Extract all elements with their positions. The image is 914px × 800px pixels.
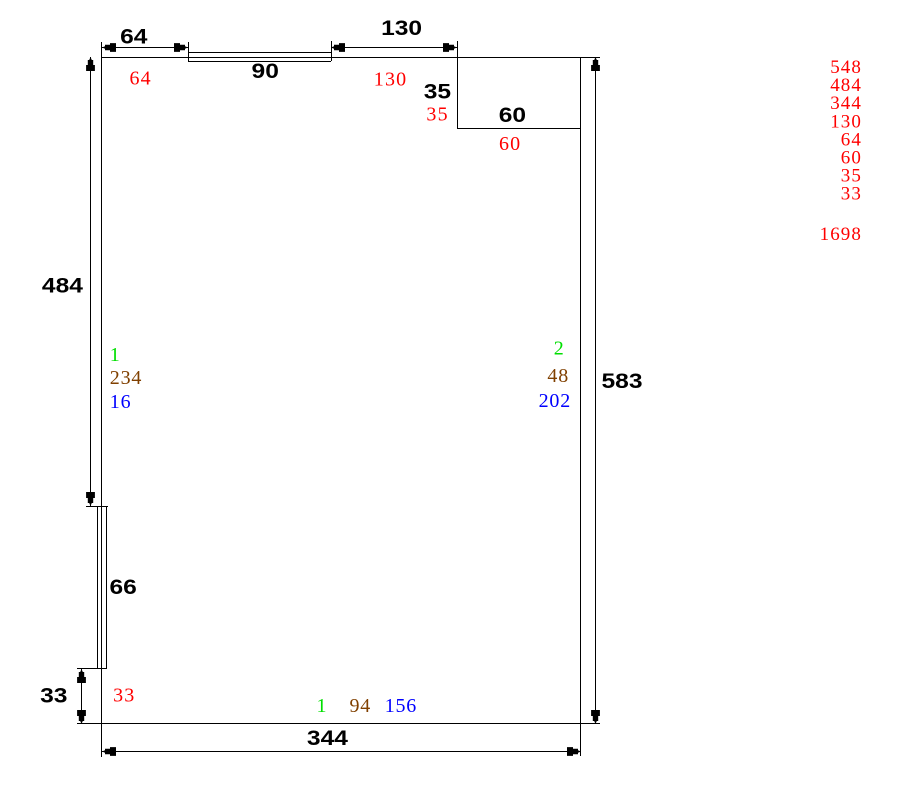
svg-text:33: 33 [40,683,67,707]
svg-text:130: 130 [374,69,408,91]
svg-text:64: 64 [120,24,148,48]
svg-text:35: 35 [841,166,862,187]
svg-text:583: 583 [602,369,643,393]
svg-text:484: 484 [42,273,83,297]
svg-text:33: 33 [113,685,135,707]
svg-text:94: 94 [350,695,372,717]
svg-text:484: 484 [830,75,862,96]
svg-text:2: 2 [554,338,565,360]
svg-text:60: 60 [499,133,521,155]
svg-text:48: 48 [547,365,569,387]
svg-text:548: 548 [830,57,862,78]
svg-text:60: 60 [841,148,862,169]
svg-text:64: 64 [841,129,862,150]
svg-text:1: 1 [317,695,328,717]
svg-text:344: 344 [830,93,862,114]
svg-text:35: 35 [424,79,452,103]
svg-text:234: 234 [110,367,142,389]
svg-text:66: 66 [109,575,136,599]
svg-text:64: 64 [129,67,151,89]
svg-text:35: 35 [426,104,448,126]
svg-text:60: 60 [499,103,526,127]
svg-text:156: 156 [385,695,417,717]
svg-text:130: 130 [381,16,422,40]
svg-text:90: 90 [252,59,279,83]
svg-text:202: 202 [539,390,571,412]
svg-text:33: 33 [841,184,862,205]
svg-text:130: 130 [830,111,862,132]
svg-text:1: 1 [110,344,121,366]
svg-text:344: 344 [307,726,348,750]
svg-text:1698: 1698 [820,224,862,245]
svg-text:16: 16 [110,391,132,413]
